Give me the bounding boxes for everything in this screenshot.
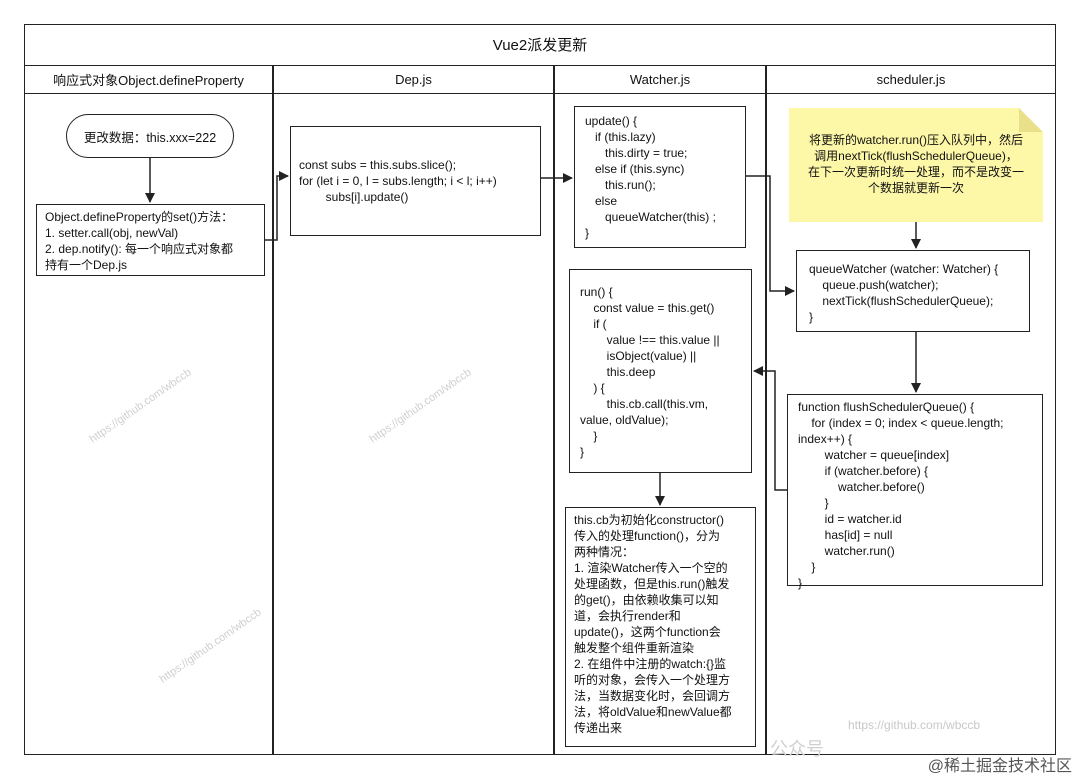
diagram-frame xyxy=(24,24,1056,755)
column-header-watcher: Watcher.js xyxy=(554,66,766,94)
flush-scheduler-queue-node: function flushSchedulerQueue() { for (in… xyxy=(787,394,1043,590)
column-header-dep: Dep.js xyxy=(273,66,554,94)
scheduler-note: 将更新的watcher.run()压入队列中，然后 调用nextTick(flu… xyxy=(789,108,1043,222)
diagram-title: Vue2派发更新 xyxy=(24,24,1056,66)
github-watermark: https://github.com/wbccb xyxy=(848,718,981,732)
arrow-flush-to-run xyxy=(753,366,787,491)
dep-notify-node: const subs = this.subs.slice(); for (let… xyxy=(290,126,541,236)
watcher-run-node: run() { const value = this.get() if ( va… xyxy=(569,269,752,473)
lane-divider xyxy=(272,66,274,755)
column-header-scheduler: scheduler.js xyxy=(766,66,1056,94)
arrow-set-to-dep xyxy=(265,171,289,241)
lane-divider xyxy=(553,66,555,755)
cb-explanation-node: this.cb为初始化constructor() 传入的处理function()… xyxy=(565,507,756,747)
change-data-node: 更改数据：this.xxx=222 xyxy=(66,114,234,158)
define-property-node: Object.defineProperty的set()方法： 1. setter… xyxy=(36,204,265,276)
column-header-reactive: 响应式对象Object.defineProperty xyxy=(24,66,273,94)
arrow-update-to-queue xyxy=(746,175,795,296)
wechat-watermark: 公众号 xyxy=(770,739,824,759)
watcher-update-node: update() { if (this.lazy) this.dirty = t… xyxy=(574,106,746,248)
lane-divider xyxy=(765,66,767,755)
site-watermark: @稀土掘金技术社区 xyxy=(927,758,1072,775)
queue-watcher-node: queueWatcher (watcher: Watcher) { queue.… xyxy=(796,250,1030,332)
